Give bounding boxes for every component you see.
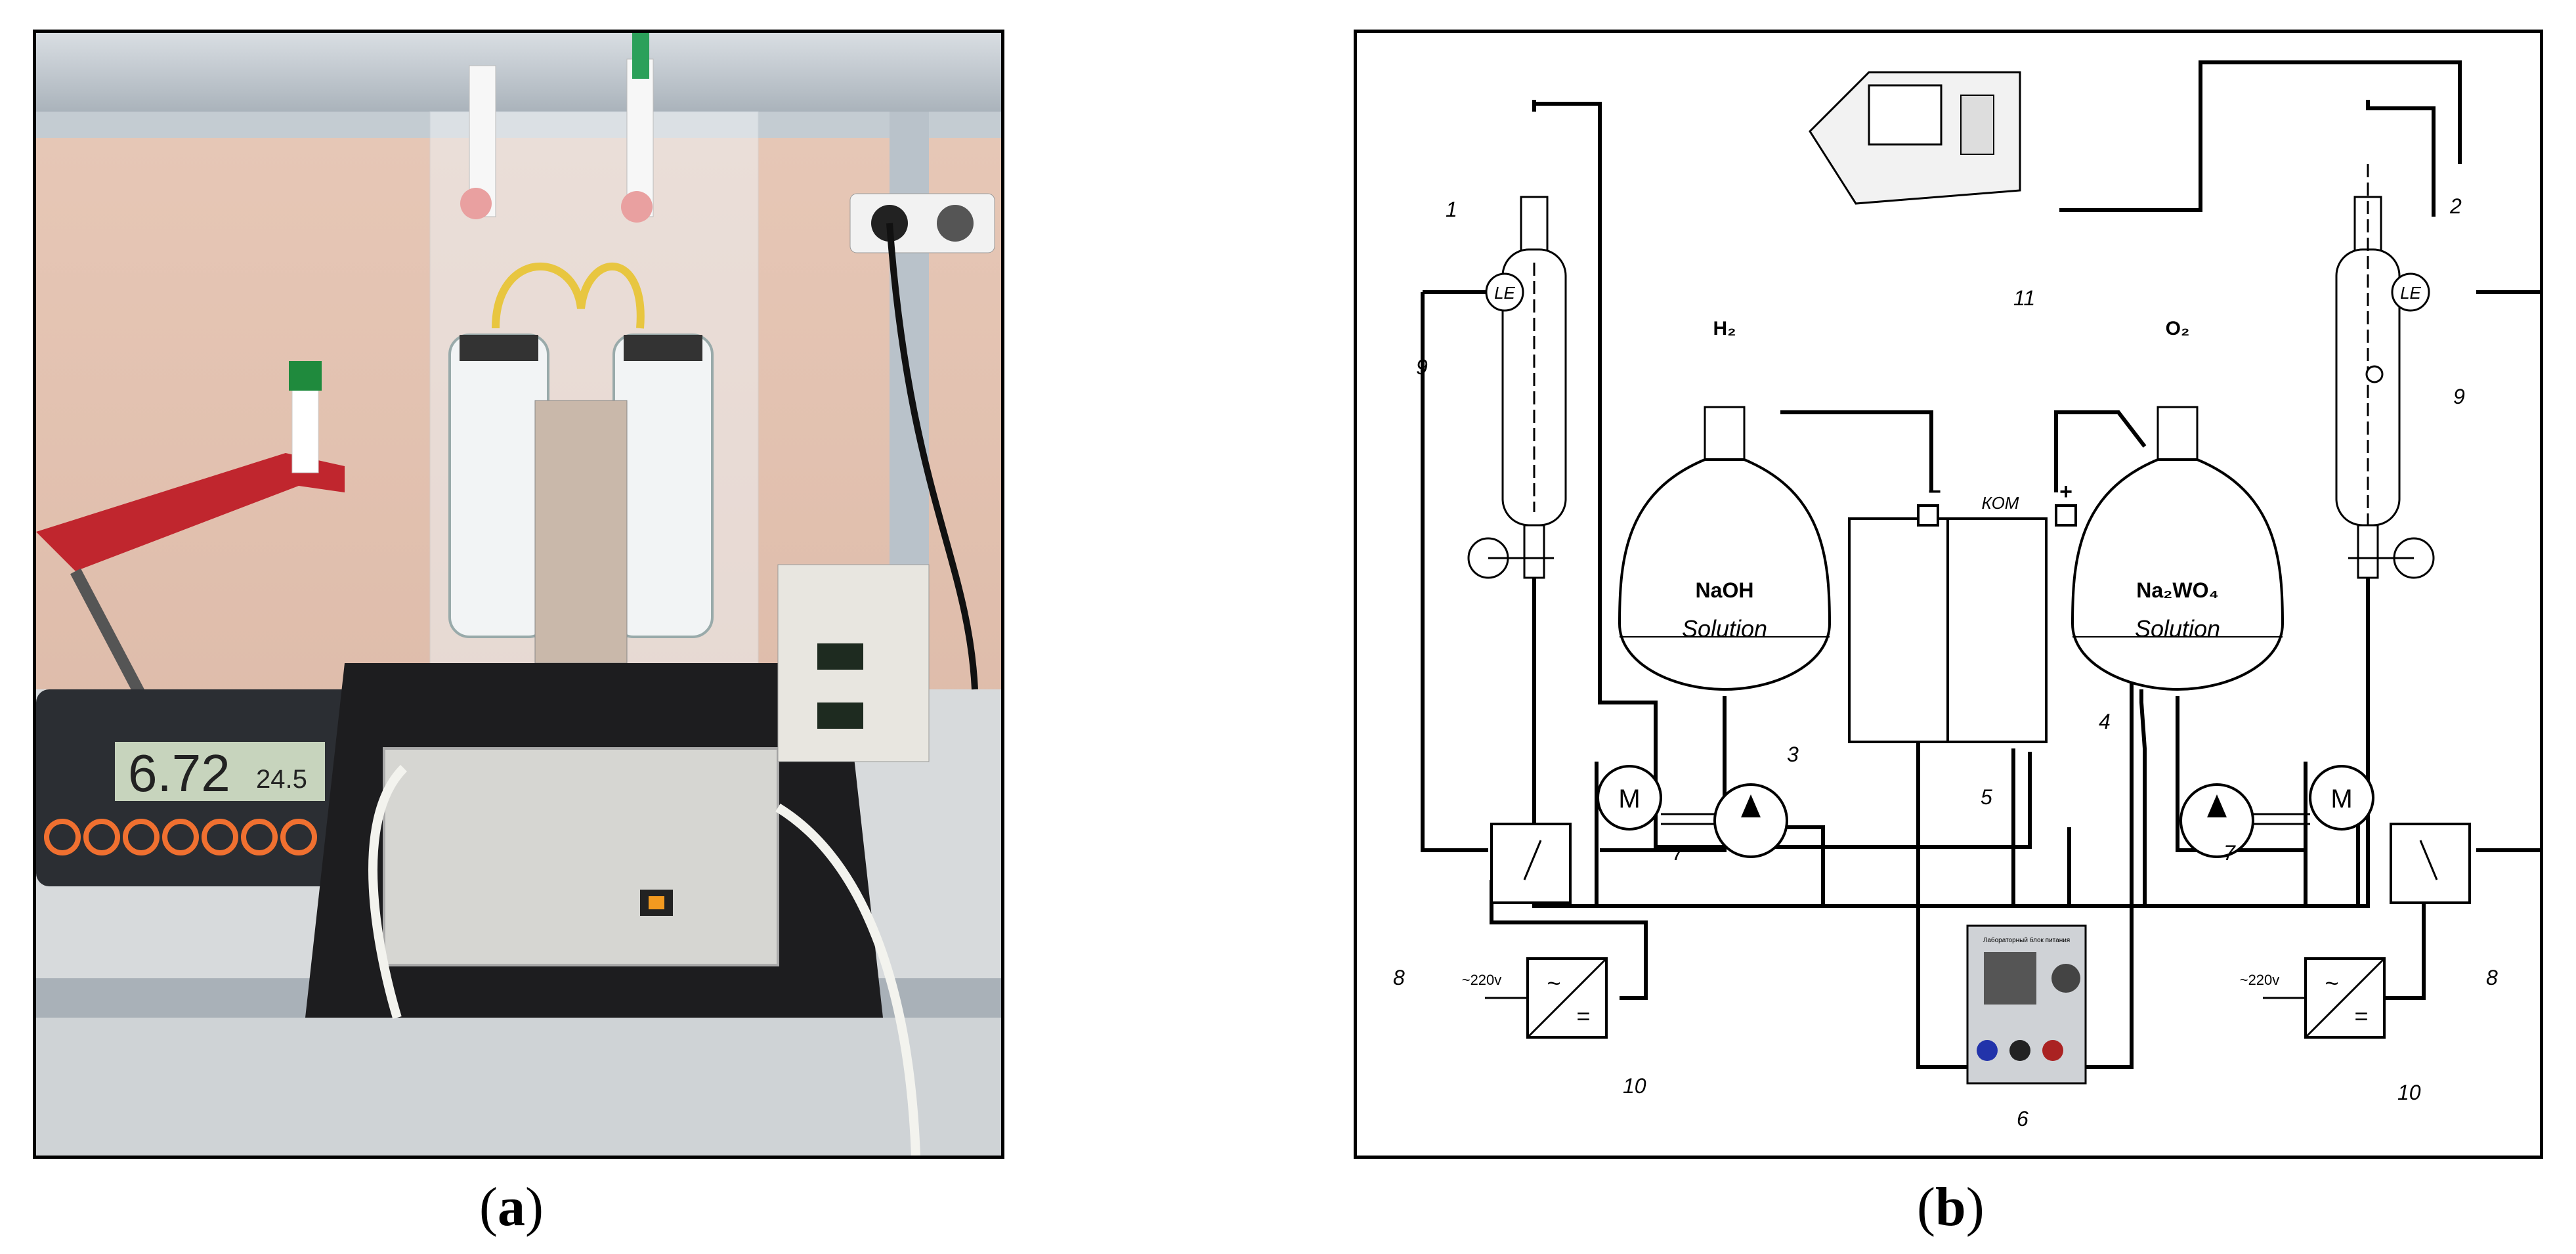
schematic-diagram: LE LE NaOH Solution H₂ Na₂WO₄ Solution O… <box>1393 60 2540 1131</box>
electrolysis-cell <box>1848 504 2077 743</box>
svg-text:3: 3 <box>1787 743 1799 766</box>
motor-right: M <box>2253 765 2374 831</box>
svg-text:9: 9 <box>1416 355 1428 379</box>
power-supply: Лабораторный блок питания <box>1966 924 2087 1085</box>
svg-text:=: = <box>1576 1003 1590 1029</box>
level-sensor-left: LE <box>1485 272 1524 312</box>
svg-text:4: 4 <box>2099 710 2111 733</box>
svg-text:LE: LE <box>2400 283 2421 303</box>
svg-text:9: 9 <box>2453 385 2465 408</box>
svg-text:Лабораторный блок питания: Лабораторный блок питания <box>1983 936 2070 944</box>
h2-label: H₂ <box>1713 318 1736 339</box>
lab-setup-photo: 6.72 24.5 <box>36 33 1001 1156</box>
level-sensor-right: LE <box>2391 272 2430 312</box>
svg-text:8: 8 <box>2486 966 2498 989</box>
svg-text:=: = <box>2354 1003 2368 1029</box>
svg-text:7: 7 <box>1672 841 1685 865</box>
component-numbers: 1 2 3 4 5 6 7 7 8 8 9 9 10 10 11 <box>1393 194 2498 1131</box>
svg-text:7: 7 <box>2223 841 2236 865</box>
svg-text:6: 6 <box>2017 1107 2029 1131</box>
converter-right: ~ = ~220v <box>2240 957 2386 1039</box>
pump-left <box>1713 783 1788 858</box>
svg-text:8: 8 <box>1393 966 1405 989</box>
svg-text:2: 2 <box>2449 194 2462 218</box>
cell-plus: + <box>2059 479 2072 504</box>
flask-na2wo4-chem: Na₂WO₄ <box>2136 578 2218 602</box>
cell-minus: − <box>1928 479 1941 504</box>
svg-text:5: 5 <box>1981 785 1992 809</box>
flask-na2wo4-word: Solution <box>2135 615 2220 642</box>
meter-reading: 6.72 <box>128 744 230 802</box>
voltage-left: ~220v <box>1462 972 1502 988</box>
meter-small-reading: 24.5 <box>256 765 307 794</box>
svg-text:1: 1 <box>1446 198 1457 221</box>
svg-text:~: ~ <box>2325 970 2338 997</box>
caption-a: (a) <box>479 1177 544 1238</box>
motor-left: M <box>1597 765 1715 831</box>
pump-right <box>2179 783 2254 858</box>
svg-text:M: M <box>1618 785 1640 813</box>
svg-text:10: 10 <box>2397 1081 2421 1104</box>
flask-naoh-chem: NaOH <box>1696 578 1754 602</box>
svg-text:LE: LE <box>1494 283 1515 303</box>
svg-text:M: M <box>2330 785 2352 813</box>
schematic-panel: LE LE NaOH Solution H₂ Na₂WO₄ Solution O… <box>1354 30 2543 1159</box>
flask-na2wo4: Na₂WO₄ Solution O₂ <box>2071 318 2285 691</box>
burette-1 <box>1467 196 1567 579</box>
svg-text:10: 10 <box>1623 1074 1646 1098</box>
caption-b: (b) <box>1917 1177 1985 1238</box>
voltage-right: ~220v <box>2240 972 2280 988</box>
flask-naoh-word: Solution <box>1682 615 1767 642</box>
switch-right <box>2390 823 2471 904</box>
photo-panel: 6.72 24.5 <box>33 30 1004 1159</box>
meter-buttons <box>44 819 317 855</box>
converter-left: ~ = ~220v <box>1462 957 1608 1039</box>
switch-left <box>1490 823 1572 904</box>
svg-text:~: ~ <box>1547 970 1560 997</box>
flask-naoh: NaOH Solution H₂ <box>1618 318 1832 691</box>
burette-2 <box>2335 164 2435 579</box>
o2-label: O₂ <box>2166 318 2190 339</box>
cell-membrane-label: КОМ <box>1982 493 2019 513</box>
controller-device <box>1809 71 2021 205</box>
svg-text:11: 11 <box>2013 286 2035 310</box>
